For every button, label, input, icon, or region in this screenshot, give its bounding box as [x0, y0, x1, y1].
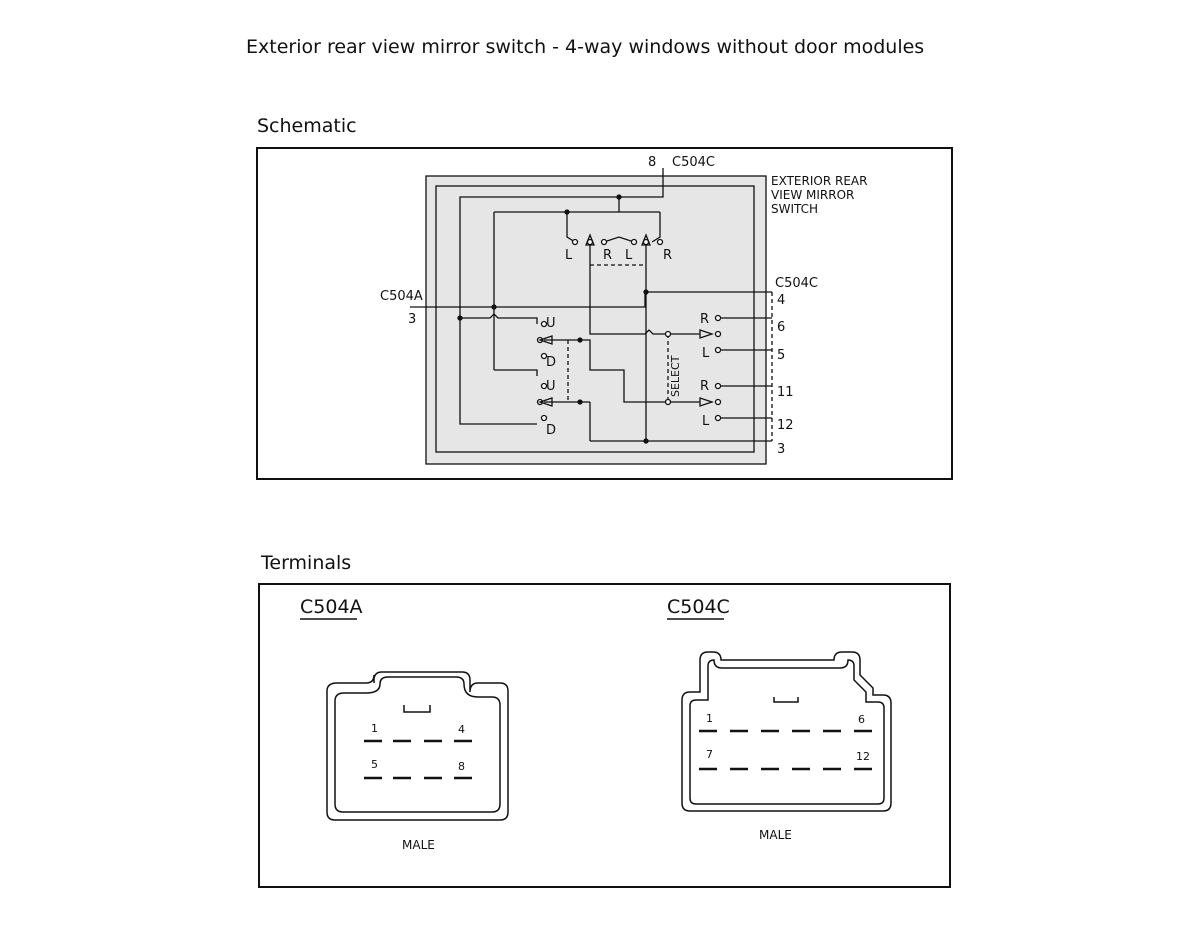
schematic-wires [410, 168, 773, 442]
right-pin-5: 5 [777, 348, 785, 363]
terminals-heading: Terminals [261, 552, 352, 574]
label-r2: R [700, 379, 709, 394]
top-pin-number: 8 [648, 155, 656, 170]
c504c-pin-slots [699, 729, 872, 771]
junction-dots [457, 194, 649, 444]
label-l2: L [702, 414, 710, 429]
label-d1: D [546, 355, 556, 370]
label-l1: L [702, 346, 710, 361]
label-u1: U [546, 316, 556, 331]
c504c-pin-1: 1 [706, 712, 713, 725]
c504c-gender: MALE [759, 828, 792, 842]
label-d2: D [546, 423, 556, 438]
switch-body-inner [435, 185, 755, 453]
c504a-pin-8: 8 [458, 760, 465, 773]
label-u2: U [546, 379, 556, 394]
schematic-frame [256, 147, 953, 480]
schematic-heading: Schematic [257, 115, 357, 137]
component-label-line-3: SWITCH [771, 202, 818, 216]
top-label-r1: R [603, 248, 612, 263]
c504a-title: C504A [300, 596, 363, 618]
schematic-text: 8 C504C EXTERIOR REAR VIEW MIRROR SWITCH… [380, 155, 867, 457]
right-pin-6: 6 [777, 320, 785, 335]
schematic-panel [256, 147, 953, 480]
c504c-connector-shape [681, 651, 892, 812]
right-pin-11: 11 [777, 385, 794, 400]
switch-contacts [536, 238, 722, 422]
left-connector-name: C504A [380, 289, 423, 304]
select-label: SELECT [669, 355, 682, 397]
terminals-panel [258, 583, 951, 888]
component-label-line-1: EXTERIOR REAR [771, 174, 867, 188]
right-pin-4: 4 [777, 293, 785, 308]
top-connector-name: C504C [672, 155, 715, 170]
top-label-l2: L [625, 248, 633, 263]
label-r1: R [700, 312, 709, 327]
page-title: Exterior rear view mirror switch - 4-way… [246, 36, 925, 58]
top-label-r2: R [663, 248, 672, 263]
c504c-pin-7: 7 [706, 748, 713, 761]
c504a-pin-4: 4 [458, 723, 465, 736]
c504a-pin-5: 5 [371, 758, 378, 771]
c504a-gender: MALE [402, 838, 435, 852]
right-pin-12: 12 [777, 418, 794, 433]
c504c-pin-12: 12 [856, 750, 870, 763]
arrow-heads [537, 233, 715, 407]
component-label-line-2: VIEW MIRROR [771, 188, 854, 202]
c504a-connector-shape [326, 671, 509, 821]
c504c-title: C504C [667, 596, 730, 618]
terminals-text: C504A C504C 1 4 5 8 MALE 1 6 7 12 MALE [300, 596, 870, 852]
terminals-frame [258, 583, 951, 888]
top-label-l1: L [565, 248, 573, 263]
c504a-pin-slots [364, 739, 472, 780]
right-pin-3: 3 [777, 442, 785, 457]
c504c-pin-6: 6 [858, 713, 865, 726]
c504a-pin-1: 1 [371, 722, 378, 735]
right-connector-name: C504C [775, 276, 818, 291]
left-pin-number: 3 [408, 312, 416, 327]
